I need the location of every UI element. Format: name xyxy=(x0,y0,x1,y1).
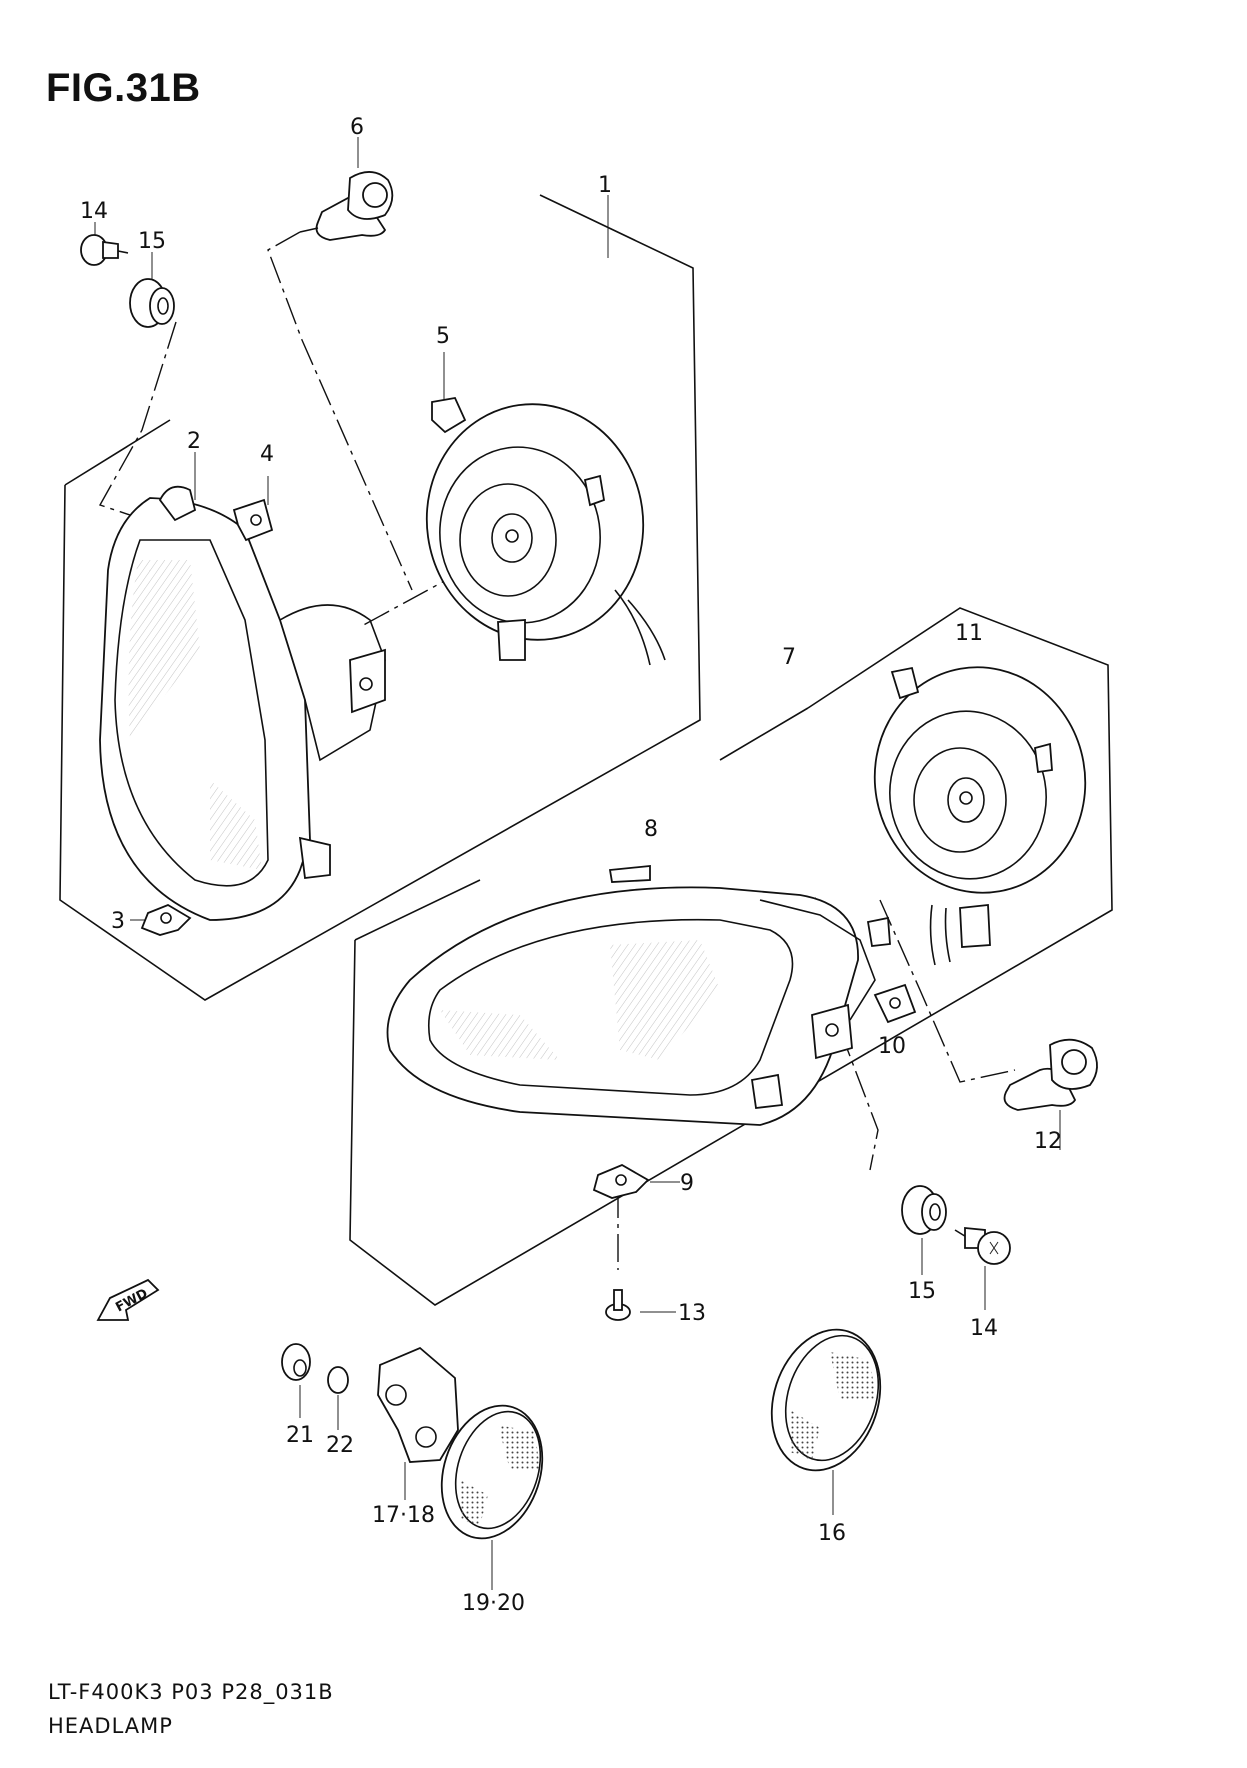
grommet-15-upper xyxy=(129,278,175,328)
headlamp-unit-2 xyxy=(99,485,386,921)
screw-14-lower xyxy=(954,1227,1011,1310)
callout-14-upper: 14 xyxy=(80,199,108,224)
forward-direction-arrow: FWD xyxy=(96,1278,160,1321)
clip-9 xyxy=(592,1163,680,1199)
figure-title: FIG.31B xyxy=(46,66,201,110)
callout-9: 9 xyxy=(680,1171,694,1196)
callout-13: 13 xyxy=(678,1301,706,1326)
callout-22: 22 xyxy=(326,1433,354,1458)
callout-7: 7 xyxy=(782,645,796,670)
nut-21 xyxy=(281,1343,311,1418)
callout-12: 12 xyxy=(1034,1129,1062,1154)
headlamp-unit-8 xyxy=(386,865,891,1126)
diagram-code: LT-F400K3 P03 P28_031B xyxy=(48,1680,334,1704)
right-headlamp-assembly-frame xyxy=(349,607,1113,1306)
callout-11: 11 xyxy=(955,621,983,646)
callout-10: 10 xyxy=(878,1034,906,1059)
socket-11 xyxy=(873,666,1087,966)
callout-15-upper: 15 xyxy=(138,229,166,254)
grommet-15-lower xyxy=(901,1185,947,1275)
callout-21: 21 xyxy=(286,1423,314,1448)
clip-3 xyxy=(140,903,192,936)
left-headlamp-assembly-frame xyxy=(59,194,701,1001)
callout-17-18: 17·18 xyxy=(372,1503,435,1528)
callout-2: 2 xyxy=(187,429,201,454)
nut-clip-4 xyxy=(232,498,274,542)
reflector-bracket-17-18 xyxy=(377,1346,459,1500)
callout-3: 3 xyxy=(111,909,125,934)
callout-4: 4 xyxy=(260,442,274,467)
diagram-name: HEADLAMP xyxy=(48,1714,173,1738)
screw-13 xyxy=(605,1289,676,1321)
callout-14-lower: 14 xyxy=(970,1316,998,1341)
reflector-19-20 xyxy=(440,1404,544,1590)
callout-16: 16 xyxy=(818,1521,846,1546)
callout-6: 6 xyxy=(350,115,364,140)
reflector-16 xyxy=(770,1328,882,1515)
socket-5 xyxy=(425,396,666,666)
callout-5: 5 xyxy=(436,324,450,349)
callout-19-20: 19·20 xyxy=(462,1591,525,1616)
callout-1: 1 xyxy=(598,173,612,198)
nut-clip-10 xyxy=(873,983,917,1024)
callout-8: 8 xyxy=(644,817,658,842)
screw-14-upper xyxy=(80,234,129,266)
callout-15-lower: 15 xyxy=(908,1279,936,1304)
bulb-12 xyxy=(1003,1038,1098,1150)
bulb-6 xyxy=(299,171,394,241)
collar-22 xyxy=(327,1366,349,1430)
